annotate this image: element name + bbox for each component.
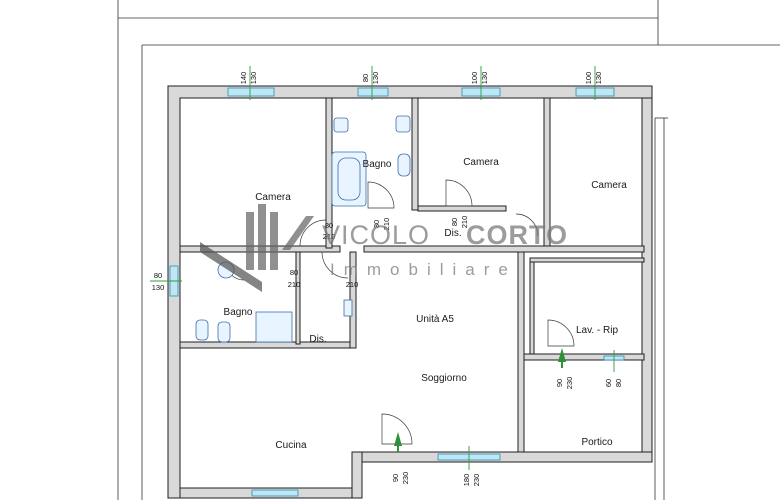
room-label-bagno-left: Bagno bbox=[224, 307, 253, 318]
window-soggiorno-height: 230 bbox=[472, 474, 481, 487]
left-window-width: 80 bbox=[154, 271, 162, 280]
door-bagno-left-width: 80 bbox=[290, 268, 298, 277]
radiator-icon bbox=[343, 299, 353, 317]
room-label-unita: Unità A5 bbox=[416, 314, 454, 325]
watermark-subtitle: Immobiliare bbox=[330, 260, 517, 279]
room-label-dis-left: Dis. bbox=[309, 334, 326, 345]
door-bagno-height: 210 bbox=[382, 218, 391, 231]
interior-walls bbox=[179, 97, 645, 453]
logo-mark-icon bbox=[200, 204, 314, 292]
site-boundary bbox=[117, 0, 780, 500]
room-label-camera-mid: Camera bbox=[463, 157, 499, 168]
watermark-brand-suffix: CORTO bbox=[466, 220, 568, 250]
toilet-icon bbox=[333, 117, 349, 133]
room-labels: Camera Bagno Camera Camera Dis. Bagno Di… bbox=[224, 157, 628, 451]
bidet-icon bbox=[217, 321, 231, 343]
window-dimensions: 140 130 80 130 100 130 100 130 80 130 bbox=[152, 72, 603, 292]
watermark-brand-prefix: VICOLO bbox=[322, 220, 430, 250]
door-lav-height: 230 bbox=[565, 377, 574, 390]
room-label-camera-right: Camera bbox=[591, 180, 627, 191]
arrow-up-icon bbox=[558, 348, 566, 362]
room-label-bagno-top: Bagno bbox=[363, 159, 392, 170]
door-entrance-height: 230 bbox=[401, 472, 410, 485]
room-label-soggiorno: Soggiorno bbox=[421, 373, 467, 384]
window-soggiorno-width: 180 bbox=[462, 474, 471, 487]
sink-icon bbox=[397, 153, 411, 177]
window-lav-height: 80 bbox=[614, 379, 623, 387]
bidet-icon bbox=[395, 115, 411, 133]
door-camera-height: 210 bbox=[460, 216, 469, 229]
door-lav-width: 90 bbox=[555, 379, 564, 387]
watermark-logo: VICOLO CORTO Immobiliare bbox=[200, 204, 568, 292]
door-bagno-width: 80 bbox=[372, 220, 381, 228]
door-bagno-left-height: 210 bbox=[288, 280, 301, 289]
window-2-height: 130 bbox=[371, 72, 380, 85]
arrow-up-icon bbox=[394, 432, 402, 446]
door-dis-height: 210 bbox=[346, 280, 359, 289]
door-camera-width: 80 bbox=[450, 218, 459, 226]
left-window-height: 130 bbox=[152, 283, 165, 292]
window-markers bbox=[150, 66, 615, 470]
room-label-dis-top: Dis. bbox=[444, 228, 461, 239]
window-4-height: 130 bbox=[594, 72, 603, 85]
room-label-cucina: Cucina bbox=[275, 440, 307, 451]
door-dimensions: 80 210 80 210 80 210 80 210 210 90 230 6… bbox=[288, 216, 623, 487]
outer-walls bbox=[167, 85, 653, 499]
door-entrance-width: 90 bbox=[391, 474, 400, 482]
door-camera-left-width: 80 bbox=[325, 221, 333, 230]
toilet-icon bbox=[195, 319, 209, 341]
top-windows bbox=[169, 87, 625, 497]
door-camera-left-height: 210 bbox=[323, 232, 336, 241]
window-4-width: 100 bbox=[584, 72, 593, 85]
shower-icon bbox=[255, 311, 293, 343]
entry-arrows bbox=[394, 348, 566, 452]
window-lav-width: 60 bbox=[604, 379, 613, 387]
window-1-height: 130 bbox=[249, 72, 258, 85]
window-2-width: 80 bbox=[361, 74, 370, 82]
room-label-portico: Portico bbox=[581, 437, 613, 448]
window-3-height: 130 bbox=[480, 72, 489, 85]
room-label-lav-rip: Lav. - Rip bbox=[576, 325, 618, 336]
window-1-width: 140 bbox=[239, 72, 248, 85]
room-label-camera-left: Camera bbox=[255, 192, 291, 203]
window-3-width: 100 bbox=[470, 72, 479, 85]
